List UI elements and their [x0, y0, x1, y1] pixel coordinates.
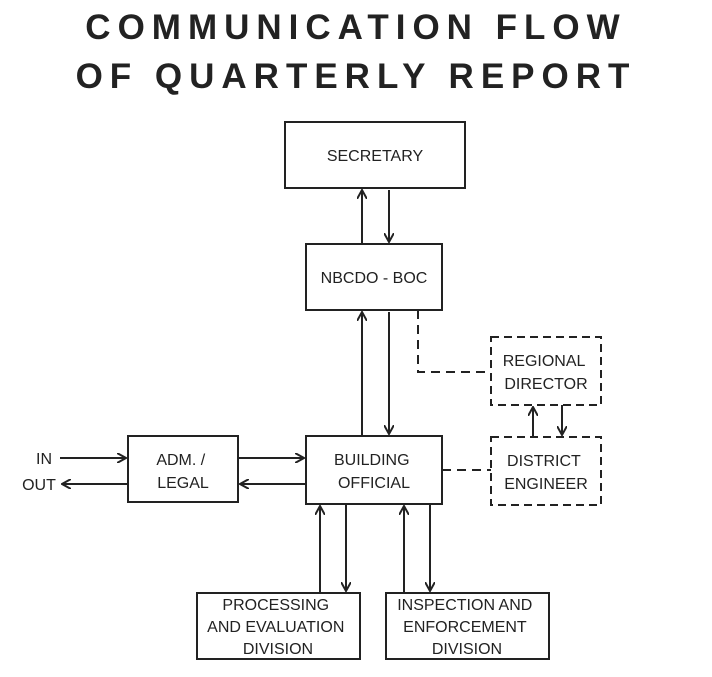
nbcdo-label: NBCDO - BOC: [321, 270, 428, 287]
secretary-label: SECRETARY: [327, 148, 424, 165]
district-engineer-label: DISTRICT ENGINEER: [504, 453, 588, 493]
inspection-label: INSPECTION AND ENFORCEMENT DIVISION: [397, 597, 537, 658]
processing-box: [196, 592, 361, 660]
processing-label: PROCESSING AND EVALUATION DIVISION: [207, 597, 349, 658]
adm-legal-box: [127, 435, 239, 503]
diagram-title-line-2: OF QUARTERLY REPORT: [75, 57, 637, 96]
dashed-link-nbcdo-regional: [417, 310, 491, 373]
out-label: OUT: [22, 477, 56, 494]
nbcdo-box: [305, 243, 443, 311]
inspection-box: [385, 592, 550, 660]
district-engineer-box: [490, 436, 602, 506]
secretary-box: [284, 121, 466, 189]
in-label: IN: [36, 451, 52, 468]
diagram-title-line-1: COMMUNICATION FLOW: [85, 8, 627, 47]
regional-director-box: [490, 336, 602, 406]
building-official-box: [305, 435, 443, 505]
regional-director-label: REGIONAL DIRECTOR: [503, 353, 590, 393]
building-official-label: BUILDING OFFICIAL: [334, 452, 414, 492]
adm-legal-label: ADM. / LEGAL: [156, 452, 209, 492]
